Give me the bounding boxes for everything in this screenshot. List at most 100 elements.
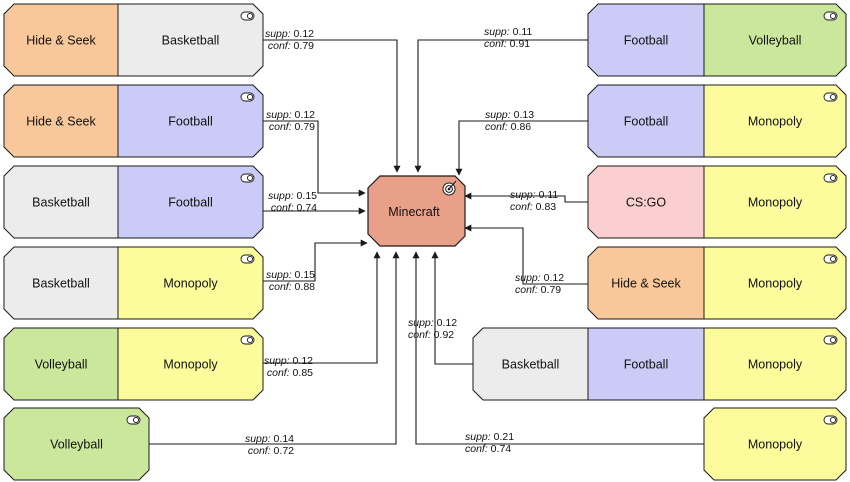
minecraft-node-label: Minecraft xyxy=(388,205,440,219)
rule-node-1: Hide & Seek Basketball xyxy=(3,3,264,77)
rule-arrow xyxy=(263,120,366,197)
item-monopoly-label: Monopoly xyxy=(163,358,218,372)
confidence-label: conf: 0.92 xyxy=(408,329,454,341)
item-monopoly-label: Monopoly xyxy=(748,196,803,210)
rule-arrow xyxy=(412,251,704,445)
confidence-label: conf: 0.72 xyxy=(248,445,294,457)
rule-arrow xyxy=(431,251,473,365)
confidence-label: conf: 0.79 xyxy=(269,121,315,133)
toggle-icon xyxy=(823,92,838,102)
item-volleyball-box xyxy=(3,407,150,481)
confidence-label: conf: 0.86 xyxy=(485,121,531,133)
item-football-label: Football xyxy=(624,115,668,129)
rule-arrow xyxy=(263,39,401,173)
confidence-label: conf: 0.79 xyxy=(515,284,561,296)
rule-arrow xyxy=(464,192,588,203)
toggle-icon xyxy=(240,335,255,345)
confidence-label: conf: 0.88 xyxy=(269,281,315,293)
item-monopoly-label: Monopoly xyxy=(748,115,803,129)
rule-arrow xyxy=(263,251,381,364)
support-label: supp: 0.12 xyxy=(515,272,564,284)
toggle-icon xyxy=(126,415,141,425)
item-volleyball-label: Volleyball xyxy=(749,34,802,48)
item-football-label: Football xyxy=(624,358,668,372)
item-monopoly-box xyxy=(703,84,847,158)
toggle-icon xyxy=(240,11,255,21)
toggle-icon xyxy=(823,415,838,425)
item-football-box xyxy=(117,165,264,239)
item-monopoly-box xyxy=(703,165,847,239)
item-basketball-label: Basketball xyxy=(502,358,560,372)
item-basketball-box xyxy=(117,3,264,77)
support-label: supp: 0.21 xyxy=(465,431,514,443)
item-basketball-label: Basketball xyxy=(162,34,220,48)
item-monopoly-box xyxy=(703,407,847,481)
item-monopoly-box xyxy=(703,327,847,401)
confidence-label: conf: 0.85 xyxy=(267,367,313,379)
confidence-label: conf: 0.83 xyxy=(510,201,556,213)
center-node: Minecraft xyxy=(367,175,466,247)
rule-node-4: Basketball Monopoly xyxy=(3,246,264,320)
confidence-label: conf: 0.79 xyxy=(268,40,314,52)
support-label: supp: 0.12 xyxy=(266,109,315,121)
rule-node-2: Hide & Seek Football xyxy=(3,84,264,158)
rule-arrow xyxy=(263,239,368,282)
rule-node-5: Volleyball Monopoly xyxy=(3,327,264,401)
rule-arrow xyxy=(455,120,588,176)
support-label: supp: 0.15 xyxy=(266,269,315,281)
item-monopoly-box xyxy=(703,246,847,320)
toggle-icon xyxy=(823,11,838,21)
rule-node-12: Monopoly xyxy=(703,407,847,481)
item-monopoly-label: Monopoly xyxy=(163,277,218,291)
support-label: supp: 0.14 xyxy=(245,433,294,445)
confidence-label: conf: 0.74 xyxy=(271,202,317,214)
support-label: supp: 0.12 xyxy=(408,317,457,329)
support-label: supp: 0.12 xyxy=(264,355,313,367)
rule-node-8: Football Monopoly xyxy=(587,84,847,158)
item-football-box xyxy=(117,84,264,158)
item-hide-seek-label: Hide & Seek xyxy=(26,115,96,129)
support-label: supp: 0.15 xyxy=(268,190,317,202)
item-volleyball-box xyxy=(703,3,847,77)
rule-node-6: Volleyball xyxy=(3,407,150,481)
item-basketball-label: Basketball xyxy=(32,277,90,291)
toggle-icon xyxy=(240,92,255,102)
support-label: supp: 0.11 xyxy=(510,189,558,201)
confidence-label: conf: 0.74 xyxy=(465,443,511,455)
toggle-icon xyxy=(823,254,838,264)
rule-node-11: Basketball Football Monopoly xyxy=(472,327,847,401)
toggle-icon xyxy=(823,335,838,345)
item-hide-seek-label: Hide & Seek xyxy=(26,34,96,48)
rule-arrow xyxy=(464,224,588,285)
item-volleyball-label: Volleyball xyxy=(35,358,88,372)
item-monopoly-label: Monopoly xyxy=(748,358,803,372)
item-football-label: Football xyxy=(168,196,212,210)
rule-arrow xyxy=(414,39,588,173)
toggle-icon xyxy=(240,173,255,183)
target-icon xyxy=(442,180,457,196)
item-volleyball-label: Volleyball xyxy=(50,438,103,452)
minecraft-node-shape xyxy=(367,175,466,247)
item-monopoly-box xyxy=(117,327,264,401)
item-football-label: Football xyxy=(624,34,668,48)
item-basketball-label: Basketball xyxy=(32,196,90,210)
rule-node-7: Football Volleyball xyxy=(587,3,847,77)
rule-node-3: Basketball Football xyxy=(3,165,264,239)
toggle-icon xyxy=(823,173,838,183)
item-monopoly-box xyxy=(117,246,264,320)
item-football-label: Football xyxy=(168,115,212,129)
item-monopoly-label: Monopoly xyxy=(748,277,803,291)
